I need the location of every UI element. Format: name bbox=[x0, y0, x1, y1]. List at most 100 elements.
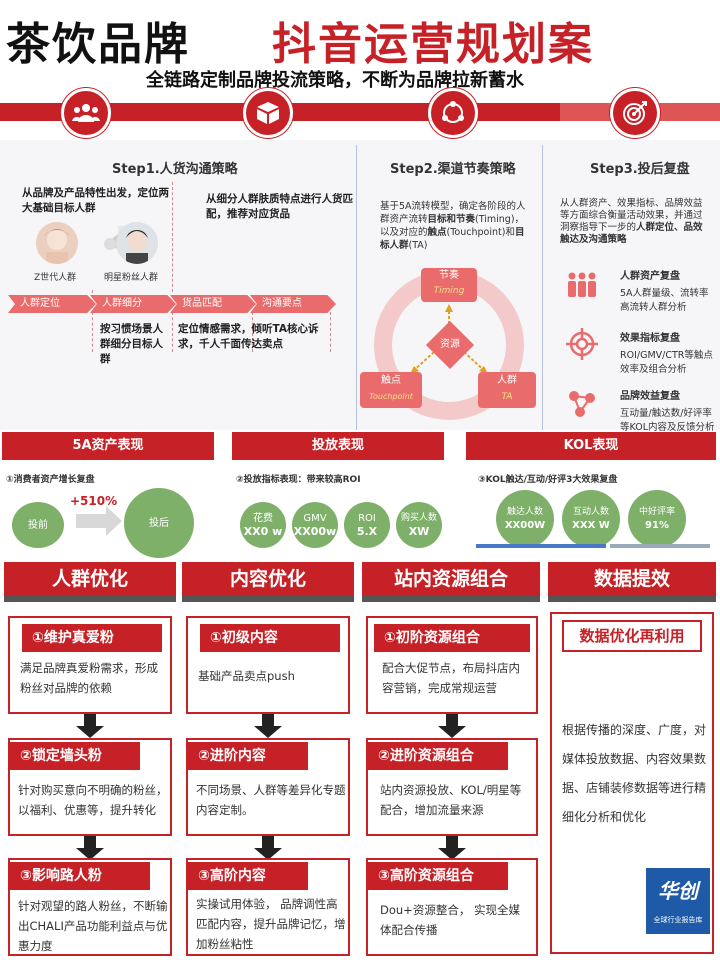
node-ta-label: 人群 bbox=[497, 375, 517, 386]
box-title: ②锁定墙头粉 bbox=[10, 742, 140, 770]
a5-after: 投后 bbox=[124, 488, 194, 558]
arrow-step-4: 沟通要点 bbox=[250, 295, 336, 313]
box-text: 针对观望的路人粉丝，不断输出CHALI产品功能利益点与优惠力度 bbox=[18, 899, 168, 953]
avatar-gen-z bbox=[36, 222, 78, 264]
network-icon bbox=[566, 388, 598, 418]
col3-box2: ②进阶资源组合 站内资源投放、KOL/明星等配合，增加流量来源 bbox=[366, 738, 538, 836]
step3-item-text: ROI/GMV/CTR等触点效率及组合分析 bbox=[620, 350, 713, 375]
dash bbox=[330, 312, 331, 352]
step1-note-right: 定位情感需求，倾听TA核心诉求，千人千面传达卖点 bbox=[178, 323, 319, 350]
node-timing-label: 节奏 bbox=[439, 270, 459, 281]
box-text: Dou+资源整合， 实现全媒体配合传播 bbox=[380, 903, 520, 937]
col3-box1: ①初阶资源组合 配合大促节点，布局抖店内容营销，完成常规运营 bbox=[366, 616, 538, 714]
step3-item-2: 效果指标复盘 ROI/GMV/CTR等触点效率及组合分析 bbox=[620, 332, 716, 377]
down-arrow-icon bbox=[84, 714, 96, 726]
down-arrow-icon bbox=[438, 726, 466, 738]
crowd-icon bbox=[566, 270, 598, 300]
col1-box1: ①维护真爱粉 满足品牌真爱粉需求，形成粉丝对品牌的依赖 bbox=[8, 616, 172, 714]
box-title: ②进阶资源组合 bbox=[368, 742, 508, 770]
step2-desc: 基于5A流转模型，确定各阶段的人群资产流转目标和节奏(Timing)，以及对应的… bbox=[380, 201, 526, 251]
col-shadow bbox=[182, 596, 354, 602]
col1-box3: ③影响路人粉 针对观望的路人粉丝，不断输出CHALI产品功能利益点与优惠力度 bbox=[8, 858, 172, 956]
box-title: ②进阶内容 bbox=[188, 742, 308, 770]
box-text: 配合大促节点，布局抖店内容营销，完成常规运营 bbox=[382, 661, 520, 695]
kol-label: ③KOL触达/互动/好评3大效果复盘 bbox=[478, 475, 618, 485]
down-arrow-icon bbox=[446, 714, 458, 726]
watermark-sub: 全球行业报告库 bbox=[653, 916, 703, 924]
node-timing: 节奏 Timing bbox=[421, 268, 477, 302]
col4-head: 数据提效 bbox=[548, 562, 716, 596]
divider bbox=[542, 145, 543, 430]
col-shadow bbox=[548, 596, 716, 602]
node-touchpoint-label: 触点 bbox=[381, 375, 401, 386]
subtitle: 全链路定制品牌投流策略，不断为品牌拉新蓄水 bbox=[146, 70, 524, 91]
step3-item-text: 5A人群量级、流转率高流转人群分析 bbox=[620, 288, 709, 313]
avatar-star-fan bbox=[116, 222, 158, 264]
box-title: ①维护真爱粉 bbox=[22, 624, 162, 652]
down-arrow-icon bbox=[262, 836, 274, 848]
col4-text: 根据传播的深度、广度，对媒体投放数据、内容效果数据、店铺装修数据等进行精细化分析… bbox=[562, 723, 707, 824]
col4-box: 数据优化再利用 根据传播的深度、广度，对媒体投放数据、内容效果数据、店铺装修数据… bbox=[550, 612, 714, 954]
step3-item-title: 人群资产复盘 bbox=[620, 271, 680, 282]
box-text: 实操试用体验， 品牌调性高匹配内容，提升品牌记忆，增加粉丝粘性 bbox=[196, 897, 346, 951]
watermark-logo: 华创 全球行业报告库 bbox=[646, 868, 710, 934]
growth-arrow-icon bbox=[76, 514, 106, 528]
watermark-text: 华创 bbox=[658, 879, 698, 903]
ads-bar: 投放表现 bbox=[232, 432, 444, 460]
box-title: ①初级内容 bbox=[200, 624, 340, 652]
col1-box2: ②锁定墙头粉 针对购买意向不明确的粉丝，以福利、优惠等，提升转化 bbox=[8, 738, 172, 836]
step1-note-left: 按习惯场景人群细分目标人群 bbox=[100, 323, 163, 365]
box-text: 站内资源投放、KOL/明星等配合，增加流量来源 bbox=[380, 783, 522, 817]
col2-box3: ③高阶内容 实操试用体验， 品牌调性高匹配内容，提升品牌记忆，增加粉丝粘性 bbox=[186, 858, 350, 956]
growth-arrow-head bbox=[106, 506, 122, 536]
divider bbox=[356, 145, 357, 430]
dash bbox=[172, 182, 173, 292]
a5-before: 投前 bbox=[12, 502, 64, 548]
dash bbox=[172, 312, 173, 352]
box-text: 基础产品卖点push bbox=[198, 669, 295, 683]
step3-item-title: 效果指标复盘 bbox=[620, 333, 680, 344]
a5-label: ①消费者资产增长复盘 bbox=[6, 475, 95, 485]
down-arrow-icon bbox=[76, 848, 104, 860]
kol-bar: KOL表现 bbox=[466, 432, 716, 460]
step2-title: Step2.渠道节奏策略 bbox=[390, 162, 516, 177]
col3-box3: ③高阶资源组合 Dou+资源整合， 实现全媒体配合传播 bbox=[366, 858, 538, 956]
screenshot-strip bbox=[610, 544, 710, 548]
col-shadow bbox=[4, 596, 176, 602]
col4-big-title: 数据优化再利用 bbox=[562, 620, 702, 652]
down-arrow-icon bbox=[84, 836, 96, 848]
title-red: 抖音运营规划案 bbox=[272, 19, 594, 70]
box-icon bbox=[243, 88, 293, 138]
title-black: 茶饮品牌 bbox=[6, 19, 190, 70]
down-arrow-icon bbox=[76, 726, 104, 738]
center-label: 资源 bbox=[440, 339, 460, 350]
node-ta: 人群 TA bbox=[478, 372, 536, 408]
arrow-step-3: 货品匹配 bbox=[170, 295, 256, 313]
box-title: ③影响路人粉 bbox=[10, 862, 150, 890]
cycle-icon bbox=[428, 88, 478, 138]
crosshair-icon bbox=[566, 328, 598, 360]
ads-label: ②投放指标表现：带来较高ROI bbox=[236, 475, 361, 485]
box-title: ①初阶资源组合 bbox=[374, 624, 530, 652]
down-arrow-icon bbox=[262, 714, 274, 726]
step3-item-text: 互动量/触达数/好评率等KOL内容及反馈分析 bbox=[620, 408, 715, 433]
down-arrow-icon bbox=[254, 726, 282, 738]
step3-desc: 从人群资产、效果指标、品牌效益等方面综合衡量活动效果，并通过洞察指导下一步的人群… bbox=[560, 198, 703, 245]
step1-title: Step1.人货沟通策略 bbox=[112, 162, 238, 177]
arrow-dot bbox=[104, 238, 116, 250]
col2-box1: ①初级内容 基础产品卖点push bbox=[186, 616, 350, 714]
node-touchpoint: 触点 Touchpoint bbox=[360, 372, 422, 408]
box-text: 针对购买意向不明确的粉丝，以福利、优惠等，提升转化 bbox=[18, 783, 168, 817]
dash bbox=[92, 290, 93, 308]
down-arrow-icon bbox=[438, 848, 466, 860]
box-text: 不同场景、人群等差异化专题内容定制。 bbox=[196, 783, 346, 817]
arrow-step-1: 人群定位 bbox=[8, 295, 96, 313]
col1-head: 人群优化 bbox=[4, 562, 176, 596]
target-icon bbox=[610, 88, 660, 138]
